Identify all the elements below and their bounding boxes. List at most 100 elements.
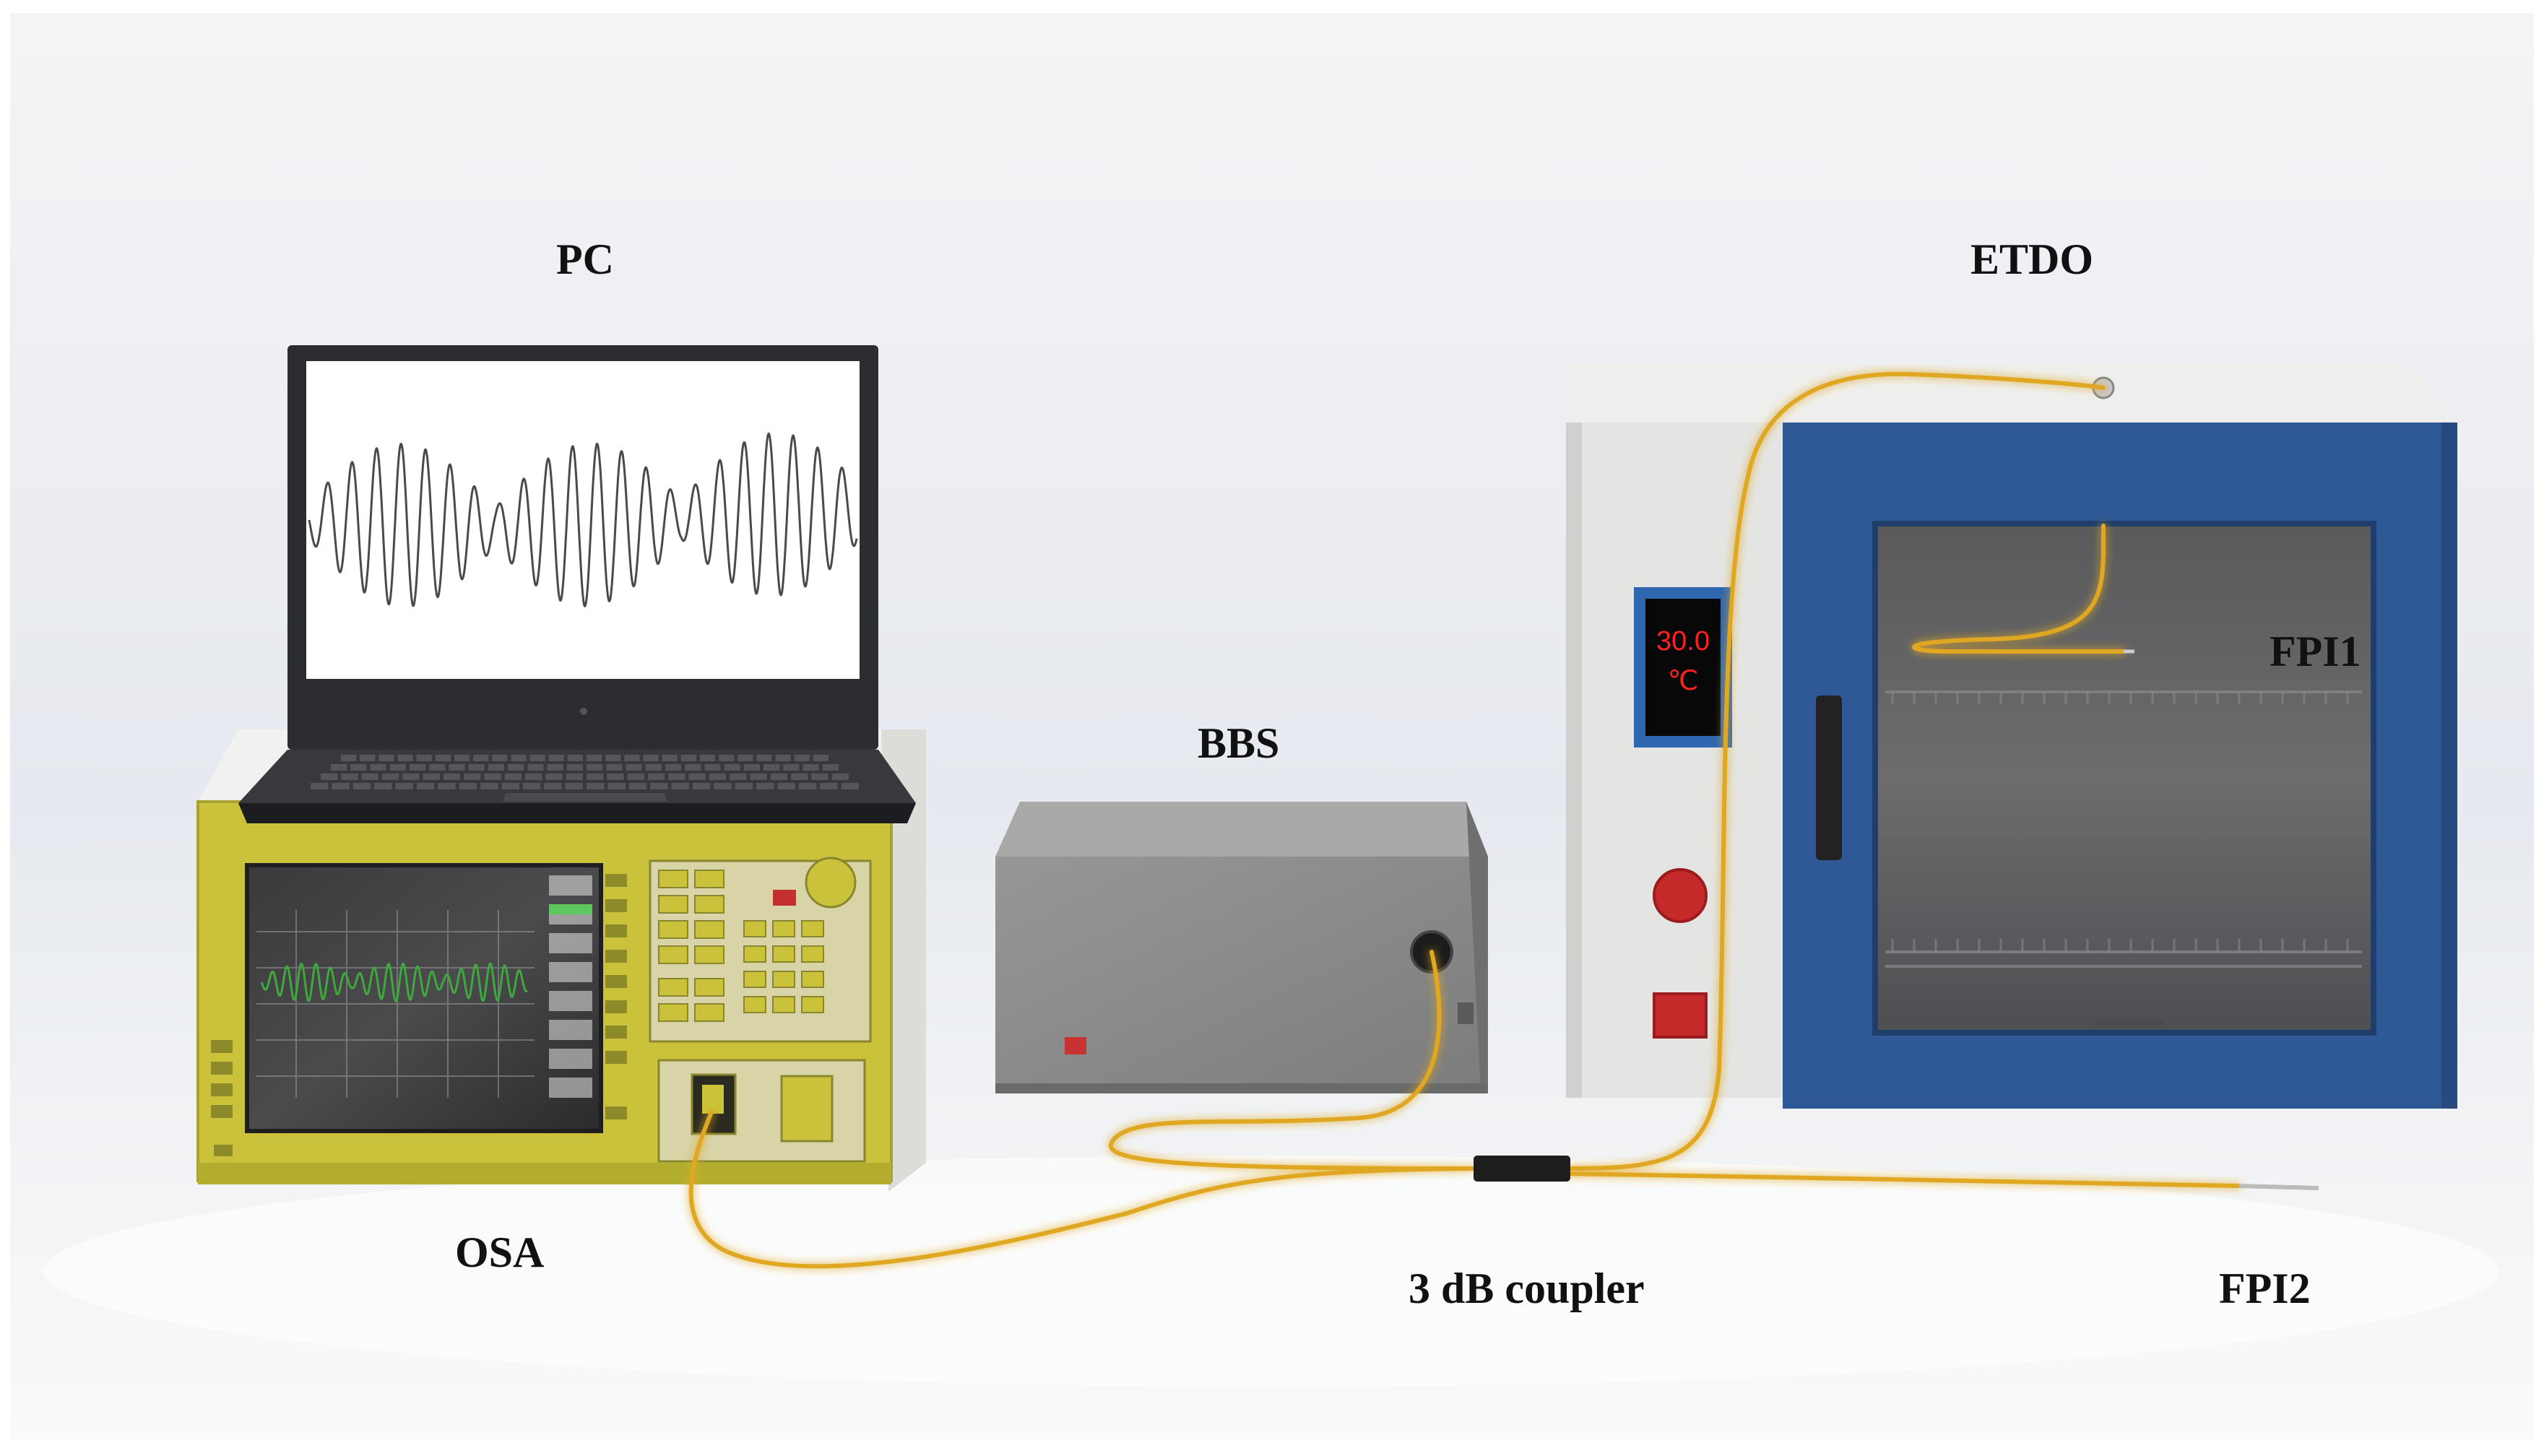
laptop-key	[350, 764, 367, 771]
laptop-key	[429, 764, 446, 771]
osa-base	[198, 1163, 891, 1184]
pc-laptop	[238, 345, 916, 823]
laptop-key	[685, 764, 701, 771]
laptop-key	[607, 774, 624, 780]
laptop-key	[332, 783, 350, 789]
laptop-key	[374, 783, 392, 789]
laptop-key	[501, 783, 519, 789]
laptop-key	[370, 764, 386, 771]
laptop-key	[680, 755, 696, 761]
laptop-key	[567, 755, 583, 761]
osa-keys	[658, 870, 824, 1022]
pc-waveform	[308, 432, 858, 608]
laptop-key	[352, 783, 371, 789]
laptop-key	[566, 764, 583, 771]
fpi2-sensor	[2238, 1184, 2319, 1190]
laptop-key	[647, 774, 665, 780]
laptop-key	[435, 755, 451, 761]
laptop-key	[605, 755, 621, 761]
fiber-bbs	[1109, 950, 1476, 1171]
laptop-key	[361, 774, 378, 780]
laptop-key	[566, 774, 583, 780]
laptop-key	[820, 783, 838, 789]
laptop-key	[831, 774, 849, 780]
laptop-key	[389, 764, 406, 771]
laptop-key	[416, 755, 432, 761]
laptop-key	[763, 764, 780, 771]
laptop-key	[484, 774, 501, 780]
fiber-fpi1-arm	[1565, 371, 2106, 1171]
laptop-key	[606, 764, 623, 771]
laptop-key	[587, 774, 604, 780]
laptop-key	[547, 764, 563, 771]
laptop-key	[508, 764, 524, 771]
osa-port-panel	[657, 1059, 866, 1163]
label-etdo: ETDO	[1970, 235, 2094, 283]
laptop-key	[841, 783, 859, 789]
laptop-key	[311, 783, 329, 789]
fiber-inside-oven	[1912, 524, 2126, 654]
laptop-key	[341, 755, 357, 761]
laptop-key	[459, 783, 477, 789]
laptop-key	[480, 783, 498, 789]
laptop-key	[587, 764, 603, 771]
laptop-key	[688, 774, 706, 780]
oven-display	[1645, 599, 1721, 736]
laptop-key	[525, 774, 542, 780]
laptop-key	[397, 755, 413, 761]
laptop-key	[662, 755, 678, 761]
osa-screen	[245, 863, 603, 1133]
laptop-key	[626, 764, 642, 771]
laptop-key	[627, 774, 644, 780]
laptop-key	[607, 783, 626, 789]
osa-spectrum-trace	[260, 962, 529, 1002]
laptop-key	[587, 755, 602, 761]
laptop-key	[665, 764, 682, 771]
label-pc: PC	[556, 235, 614, 283]
laptop-key	[527, 764, 544, 771]
etdo-oven: 30.0 ℃	[1566, 365, 2457, 1109]
laptop-key	[473, 755, 489, 761]
laptop-key	[775, 755, 791, 761]
laptop-key	[714, 783, 732, 789]
laptop-key	[802, 764, 819, 771]
laptop-key	[724, 764, 740, 771]
laptop-key	[443, 774, 461, 780]
laptop-key	[544, 783, 562, 789]
laptop-keys	[311, 755, 859, 789]
laptop-key	[783, 764, 800, 771]
oven-display-unit: ℃	[1668, 666, 1699, 696]
label-osa: OSA	[455, 1228, 545, 1276]
laptop-key	[730, 774, 747, 780]
laptop-key	[360, 755, 376, 761]
osa-softkey-labels	[549, 875, 592, 1098]
laptop-key	[454, 755, 470, 761]
laptop-key	[777, 783, 795, 789]
laptop-key	[488, 764, 504, 771]
laptop-key	[692, 783, 711, 789]
laptop-key	[737, 755, 753, 761]
laptop-key	[671, 783, 689, 789]
laptop-key	[794, 755, 810, 761]
optical-fibers	[688, 371, 2241, 1269]
laptop-key	[628, 783, 647, 789]
osa-port-cover	[780, 1075, 834, 1143]
laptop-key	[331, 764, 347, 771]
label-bbs: BBS	[1198, 719, 1280, 767]
laptop-key	[378, 755, 394, 761]
laptop-key	[423, 774, 440, 780]
laptop-key	[449, 764, 465, 771]
laptop-key	[381, 774, 399, 780]
laptop-key	[321, 774, 338, 780]
laptop-key	[719, 755, 735, 761]
laptop-key	[416, 783, 435, 789]
bbs-front	[995, 857, 1488, 1092]
3db-coupler-body	[1474, 1156, 1570, 1182]
laptop-key	[813, 755, 828, 761]
osa-red-key	[773, 890, 796, 906]
laptop-key	[545, 774, 563, 780]
laptop-touchpad	[503, 793, 667, 802]
laptop-key	[395, 783, 413, 789]
laptop-key	[548, 755, 564, 761]
oven-power-button	[1653, 992, 1708, 1039]
